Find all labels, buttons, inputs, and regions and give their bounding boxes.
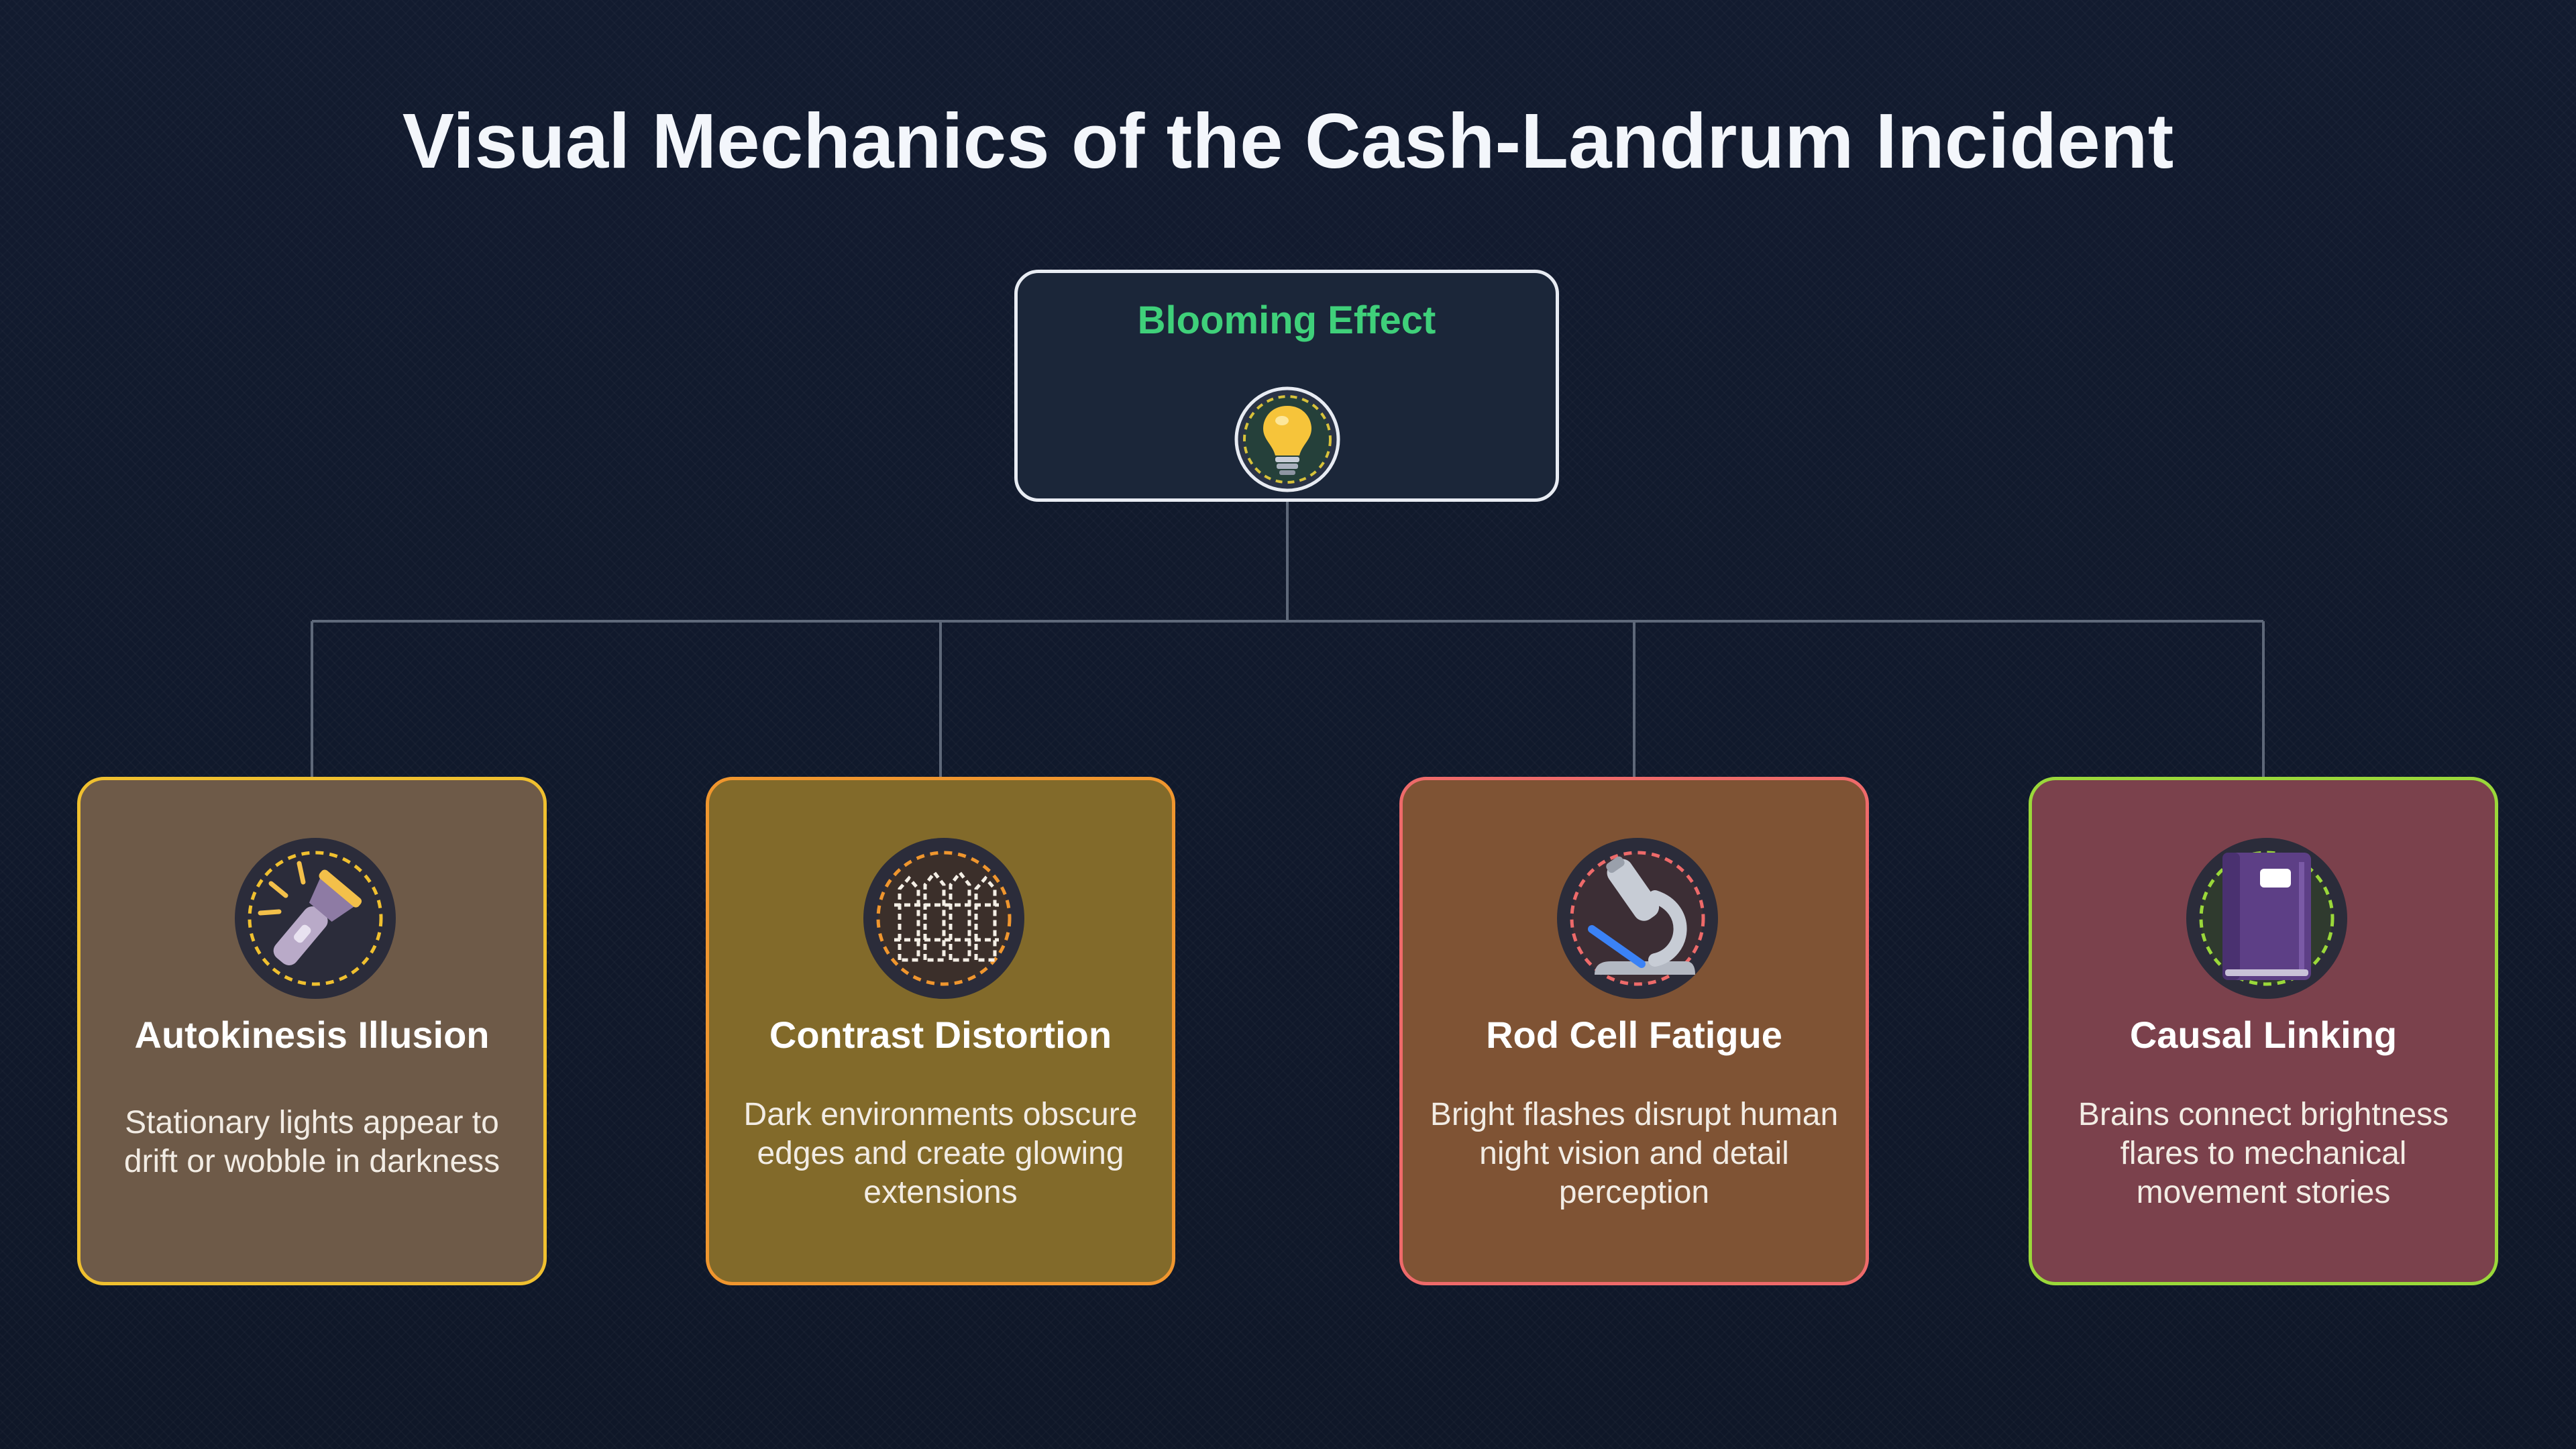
diagram-title: Visual Mechanics of the Cash-Landrum Inc… <box>402 97 2174 184</box>
card-title: Rod Cell Fatigue <box>1486 1014 1782 1056</box>
microscope-icon <box>1557 838 1718 999</box>
card-autokinesis-illusion: Autokinesis Illusion Stationary lights a… <box>77 777 547 1285</box>
card-title: Autokinesis Illusion <box>134 1014 490 1056</box>
flashlight-icon <box>235 838 396 999</box>
card-description: Stationary lights appear to drift or wob… <box>123 1105 500 1179</box>
notebook-icon <box>2186 838 2347 999</box>
root-node-title: Blooming Effect <box>1137 299 1436 342</box>
card-description: Dark environments obscure edges and crea… <box>743 1097 1138 1210</box>
card-description: Brains connect brightness flares to mech… <box>2078 1097 2449 1210</box>
fence-icon <box>863 838 1024 999</box>
card-description: Bright flashes disrupt human night visio… <box>1430 1097 1839 1210</box>
card-contrast-distortion: Contrast Distortion Dark environments ob… <box>706 777 1175 1285</box>
card-title: Contrast Distortion <box>769 1014 1112 1056</box>
card-causal-linking: Causal Linking Brains connect brightness… <box>2029 777 2498 1285</box>
card-title: Causal Linking <box>2129 1014 2398 1056</box>
card-rod-cell-fatigue: Rod Cell Fatigue Bright flashes disrupt … <box>1399 777 1869 1285</box>
lightbulb-icon <box>1234 386 1340 492</box>
root-node: Blooming Effect <box>1014 270 1559 502</box>
